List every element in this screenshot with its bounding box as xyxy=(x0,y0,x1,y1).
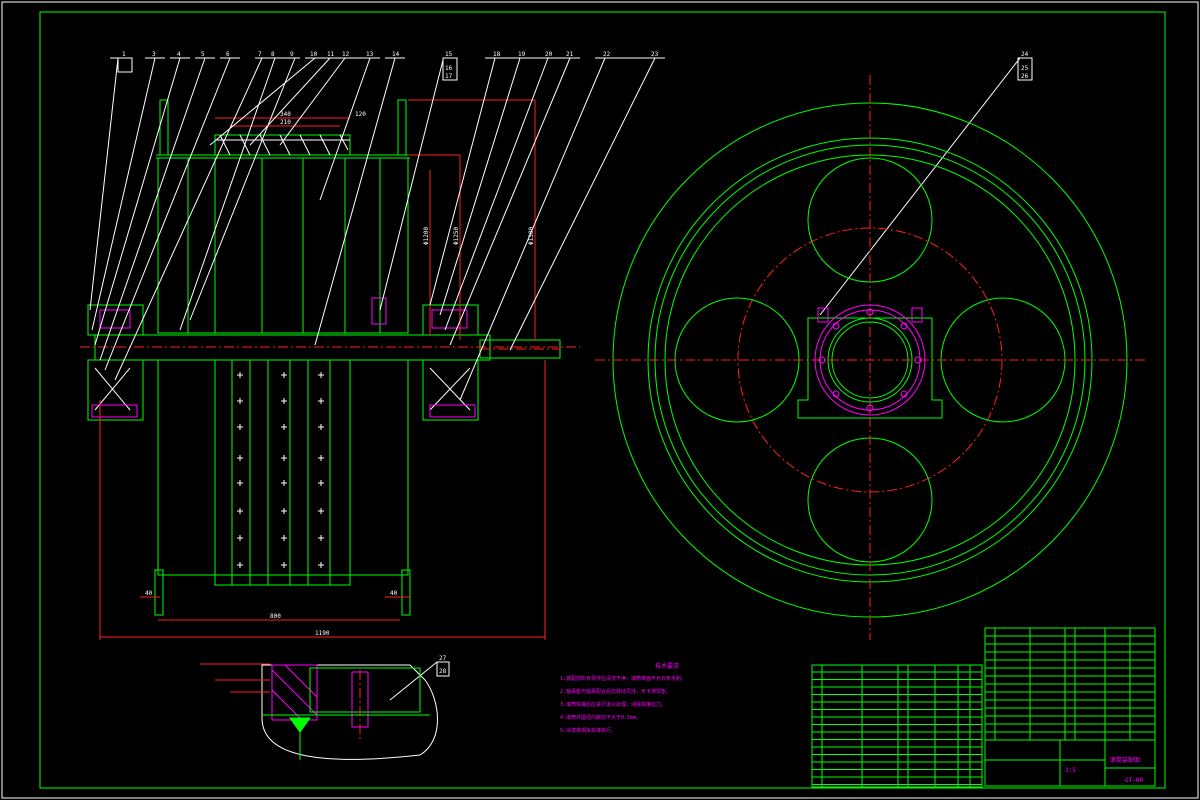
callout-13: 13 xyxy=(366,51,374,58)
callout-14: 14 xyxy=(392,51,400,58)
title-block-name: 滚筒装配图 xyxy=(1110,756,1140,764)
dim-v2: Φ1250 xyxy=(453,227,460,245)
callout-5: 5 xyxy=(201,51,205,58)
dim-overall-width: 1190 xyxy=(315,630,330,637)
note-4: 4.滚筒外圆径向跳动不大于0.5mm。 xyxy=(560,714,641,721)
dim-bottom-width: 800 xyxy=(270,613,281,620)
note-5: 5.涂漆按相关标准执行。 xyxy=(560,727,616,734)
dim-right-small: 40 xyxy=(390,590,398,597)
dim-top-a: 340 xyxy=(280,111,291,118)
technical-notes: 技术要求 1.装配前所有零件应清洗干净，滚筒表面不允许有毛刺。 2.轴承座与轴承… xyxy=(560,662,686,734)
callout-17: 17 xyxy=(445,73,453,80)
callout-25: 25 xyxy=(1021,65,1029,72)
callout-6: 6 xyxy=(226,51,230,58)
callout-21: 21 xyxy=(566,51,574,58)
dimension-texts: 340 210 120 800 1190 40 40 Φ1200 Φ1250 Φ… xyxy=(145,111,535,637)
callout-4: 4 xyxy=(177,51,181,58)
callout-23: 23 xyxy=(651,51,659,58)
callout-27: 27 xyxy=(439,655,447,662)
dim-v1: Φ1200 xyxy=(423,227,430,245)
note-2: 2.轴承座与轴承配合后应转动灵活，无卡滞现象。 xyxy=(560,688,671,695)
notes-title: 技术要求 xyxy=(655,662,679,670)
dim-left-small: 40 xyxy=(145,590,153,597)
callout-26: 26 xyxy=(1021,73,1029,80)
callout-28: 28 xyxy=(439,668,447,675)
drum-section-view xyxy=(80,99,580,640)
callout-12: 12 xyxy=(342,51,350,58)
callout-3: 3 xyxy=(152,51,156,58)
callout-7: 7 xyxy=(258,51,262,58)
callout-19: 19 xyxy=(518,51,526,58)
callout-24: 24 xyxy=(1021,51,1029,58)
dim-top-b: 210 xyxy=(280,119,291,126)
callout-1: 1 xyxy=(122,51,126,58)
callout-8: 8 xyxy=(271,51,275,58)
callout-labels: 1 3 4 5 6 7 8 9 10 11 12 13 14 15 16 17 … xyxy=(122,51,1029,675)
end-view xyxy=(595,75,1145,640)
detail-view xyxy=(200,663,438,760)
callout-15: 15 xyxy=(445,51,453,58)
sheet-inner-border xyxy=(39,11,1166,789)
note-1: 1.装配前所有零件应清洗干净，滚筒表面不允许有毛刺。 xyxy=(560,675,686,682)
callout-22: 22 xyxy=(603,51,611,58)
title-block-code: GT-00 xyxy=(1125,777,1143,784)
callout-20: 20 xyxy=(545,51,553,58)
leader-lines xyxy=(89,57,1033,701)
parts-list: 滚筒装配图 GT-00 1:5 xyxy=(811,627,1156,788)
callout-18: 18 xyxy=(493,51,501,58)
title-block-scale: 1:5 xyxy=(1065,767,1076,774)
callout-10: 10 xyxy=(310,51,318,58)
dim-v3: Φ1300 xyxy=(528,227,535,245)
dim-top-c: 120 xyxy=(355,111,366,118)
callout-11: 11 xyxy=(327,51,335,58)
callout-16: 16 xyxy=(445,65,453,72)
callout-9: 9 xyxy=(290,51,294,58)
note-3: 3.滚筒焊接后应进行退火处理，消除焊接应力。 xyxy=(560,701,666,708)
